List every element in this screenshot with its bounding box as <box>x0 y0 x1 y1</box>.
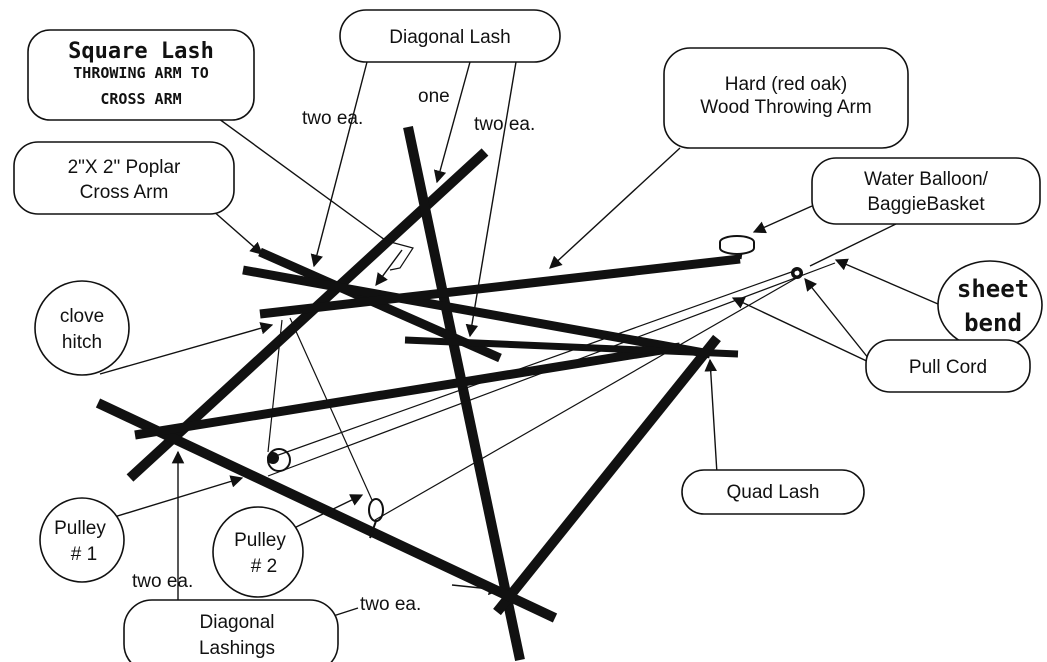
lashing-line-a <box>289 317 373 501</box>
pulley-1-line1: Pulley <box>54 518 106 539</box>
diagonal-lashings-line1: Diagonal <box>200 612 275 633</box>
annotation-two-ea-bottom-left: two ea. <box>132 571 193 592</box>
label-water-balloon: Water Balloon/ BaggieBasket <box>811 157 1041 225</box>
square-lash-line2: THROWING ARM TO <box>73 64 208 82</box>
leader-pull-cord-b <box>731 297 874 365</box>
lashing-lines <box>267 239 414 501</box>
leader-basket-cord <box>809 221 901 267</box>
sheet-bend-line2: bend <box>964 309 1022 337</box>
base-pole-diagonal <box>134 342 681 440</box>
leader-pulley-2 <box>289 494 364 531</box>
leader-pull-cord-a <box>804 278 874 365</box>
leader-throwing-arm <box>549 147 681 269</box>
square-lash-line3: CROSS ARM <box>100 90 181 108</box>
leader-two-ea-bottom <box>451 582 502 596</box>
pull-cord-upper <box>269 269 798 459</box>
pulley-1-hub <box>267 452 279 464</box>
label-cross-arm: 2"X 2" Poplar Cross Arm <box>13 141 235 215</box>
hard-wood-arm-line1: Hard (red oak) <box>725 74 848 95</box>
pulley-2 <box>368 498 384 522</box>
leader-square-lash <box>214 115 386 241</box>
label-pulley-1: Pulley # 1 <box>39 497 125 583</box>
hardware <box>267 235 803 539</box>
label-diagonal-lash: Diagonal Lash <box>339 9 561 63</box>
label-hard-wood-arm: Hard (red oak) Wood Throwing Arm <box>663 47 909 149</box>
pull-cord-lower <box>374 275 801 521</box>
leader-water-balloon <box>752 205 813 234</box>
cross-arm-line2: Cross Arm <box>80 182 169 203</box>
label-pulley-2: Pulley # 2 <box>212 506 304 598</box>
square-lash-title: Square Lash <box>68 39 214 64</box>
square-lash-bracket <box>382 239 414 271</box>
tripod-leg-right <box>493 334 721 616</box>
clove-hitch-line1: clove <box>60 306 104 327</box>
leader-sheet-bend <box>834 258 939 305</box>
label-diagonal-lashings: Diagonal Lashings <box>123 599 339 662</box>
annotation-two-ea-right: two ea. <box>474 114 535 135</box>
upper-beam-pole <box>242 265 711 359</box>
leader-cross-arm <box>211 209 263 255</box>
label-pull-cord: Pull Cord <box>865 339 1031 393</box>
pulley-1-line2: # 1 <box>71 544 97 565</box>
diagonal-lash-text: Diagonal Lash <box>389 27 510 48</box>
annotation-two-ea-left: two ea. <box>302 108 363 129</box>
annotations: two ea. one two ea. two ea. two ea. <box>132 86 535 615</box>
lower-beam-pole <box>404 336 739 358</box>
frame-poles <box>95 125 744 662</box>
label-sheet-bend: sheet bend <box>937 260 1043 350</box>
leader-square-lash-arrow <box>375 249 403 287</box>
leader-diagonal-left <box>310 61 368 268</box>
water-balloon-line2: BaggieBasket <box>867 194 985 215</box>
sheet-bend-line1: sheet <box>957 275 1029 303</box>
label-clove-hitch: clove hitch <box>34 280 130 376</box>
pulley-2-line1: Pulley <box>234 530 286 551</box>
pulley-2-hook <box>369 520 377 539</box>
water-balloon-line1: Water Balloon/ <box>864 169 989 190</box>
annotation-one: one <box>418 86 450 107</box>
clove-hitch-line2: hitch <box>62 332 102 353</box>
pull-cord-text: Pull Cord <box>909 357 987 378</box>
hard-wood-arm-line2: Wood Throwing Arm <box>700 97 871 118</box>
diagonal-lashings-line2: Lashings <box>199 638 275 659</box>
quad-lash-text: Quad Lash <box>727 482 820 503</box>
leader-diagonal-one <box>433 61 471 184</box>
lashing-line-b <box>267 319 283 453</box>
tripod-leg-center <box>403 125 525 662</box>
leader-diagonal-right <box>465 61 517 338</box>
pulley-2-line2: # 2 <box>251 556 277 577</box>
label-square-lash: Square Lash THROWING ARM TO CROSS ARM <box>27 29 255 121</box>
annotation-two-ea-bottom: two ea. <box>360 594 421 615</box>
throwing-arm-pole <box>259 254 741 319</box>
cross-arm-line1: 2"X 2" Poplar <box>68 157 181 178</box>
leader-clove-hitch <box>99 322 274 375</box>
label-quad-lash: Quad Lash <box>681 469 865 515</box>
sheet-bend-knot-inner <box>794 270 800 276</box>
base-pole-bottom <box>95 398 558 623</box>
